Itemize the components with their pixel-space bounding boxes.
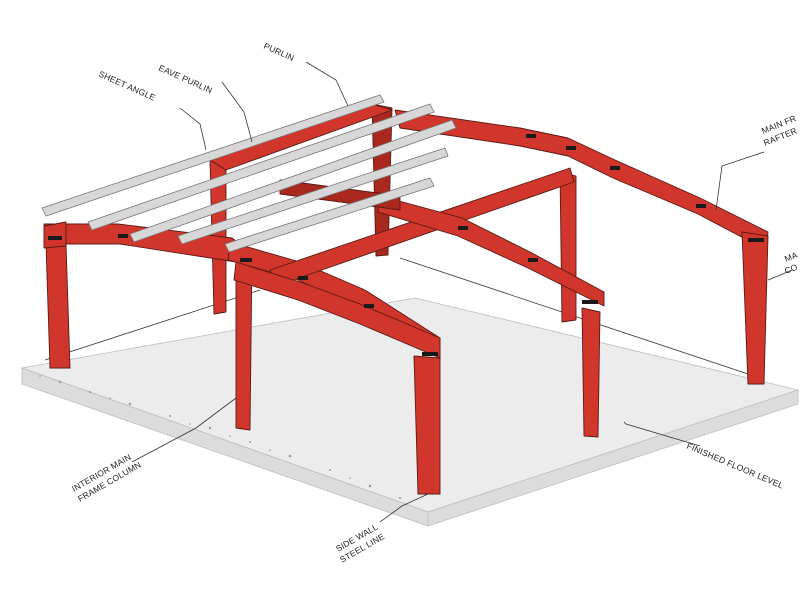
purlin-leader [305, 61, 349, 107]
front-right-column [413, 355, 441, 495]
main-frame-rafter-leader [715, 151, 765, 211]
right-main-frame [394, 109, 769, 385]
roof-purlins [41, 94, 457, 253]
main-frame-column-leader [767, 269, 793, 281]
purlin-3 [224, 177, 435, 253]
front-frame [43, 221, 441, 495]
interior-column-leader [131, 397, 237, 463]
label-main-frame-column-1: MA [783, 250, 799, 264]
side-wall-leader [379, 493, 429, 523]
label-eave-purlin: EAVE PURLIN [157, 63, 214, 96]
slab-steel-line-right [399, 257, 761, 379]
eave-purlin [87, 103, 435, 231]
sheet-angle [41, 94, 385, 217]
purlin-1 [129, 119, 457, 243]
slab-right-edge [427, 389, 799, 527]
cross-rafter-back [377, 195, 605, 307]
bolt-plates [48, 134, 764, 356]
label-purlin: PURLIN [262, 41, 296, 63]
eave-purlin-leader [221, 81, 253, 143]
middle-right-column [581, 307, 601, 438]
concrete-slab [20, 257, 800, 527]
front-rafter [233, 261, 441, 359]
leader-lines [131, 61, 793, 523]
front-left-column [45, 243, 71, 369]
back-right-column [559, 171, 577, 323]
middle-frame [43, 223, 601, 438]
front-left-eave [43, 221, 67, 249]
sheet-angle-leader [179, 107, 207, 151]
finished-floor-leader [623, 421, 701, 447]
right-end-column [741, 231, 769, 385]
label-sheet-angle: SHEET ANGLE [97, 69, 157, 103]
label-main-frame-column-2: CO [783, 262, 799, 276]
purlin-2 [177, 147, 449, 245]
slab-aggregate [39, 375, 401, 499]
label-finished-floor-level: FINISHED FLOOR LEVEL [685, 441, 785, 491]
